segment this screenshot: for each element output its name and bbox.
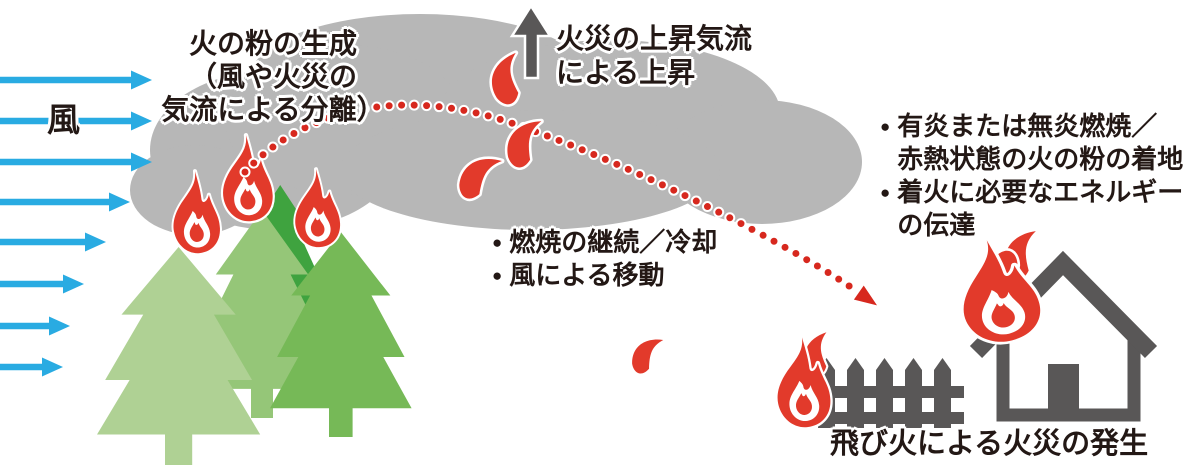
bullet-icon: ● (880, 117, 891, 136)
picket-fence (812, 358, 964, 428)
arrowhead (851, 282, 881, 308)
bullet-icon: ● (492, 233, 503, 252)
wind-arrow (0, 152, 152, 172)
wind-arrow (0, 111, 152, 131)
spot-fire-occurrence-label: 飛び火による火災の発生 (830, 428, 1149, 460)
bullet-text: 風による移動 (509, 260, 665, 290)
bullet-item: ● 有炎または無炎燃焼／ 赤熱状態の火の粉の着地 (880, 110, 1183, 176)
wind-arrow (0, 357, 63, 377)
wind-arrow (0, 70, 152, 90)
bullet-text: 着火に必要なエネルギー の伝達 (897, 177, 1184, 240)
wind-arrow (0, 232, 106, 252)
updraft-arrow-icon (509, 3, 553, 80)
bullet-item: ● 燃焼の継続／冷却 (492, 226, 717, 259)
wind-arrow (0, 316, 70, 336)
landing-bullet-list: ● 有炎または無炎燃焼／ 赤熱状態の火の粉の着地 ● 着火に必要なエネルギー の… (880, 110, 1183, 242)
bullet-icon: ● (880, 183, 891, 202)
spark-generation-label: 火の粉の生成 （風や火災の 気流による分離） (161, 28, 385, 125)
wind-arrow (0, 274, 84, 294)
wind-arrows (0, 70, 152, 377)
bullet-item: ● 風による移動 (492, 259, 717, 292)
house-door (1048, 364, 1079, 415)
wind-arrow (0, 192, 130, 212)
spark-icon (628, 332, 664, 377)
house-flame-icon (952, 233, 1045, 348)
updraft-label: 火災の上昇気流 による上昇 (556, 23, 753, 88)
bullet-text: 有炎または無炎燃焼／ 赤熱状態の火の粉の着地 (897, 111, 1184, 174)
wind-label: 風 (47, 101, 80, 138)
bullet-item: ● 着火に必要なエネルギー の伝達 (880, 176, 1183, 242)
combustion-bullet-list: ● 燃焼の継続／冷却 ● 風による移動 (492, 226, 717, 292)
bullet-icon: ● (492, 266, 503, 285)
bullet-text: 燃焼の継続／冷却 (509, 227, 718, 257)
